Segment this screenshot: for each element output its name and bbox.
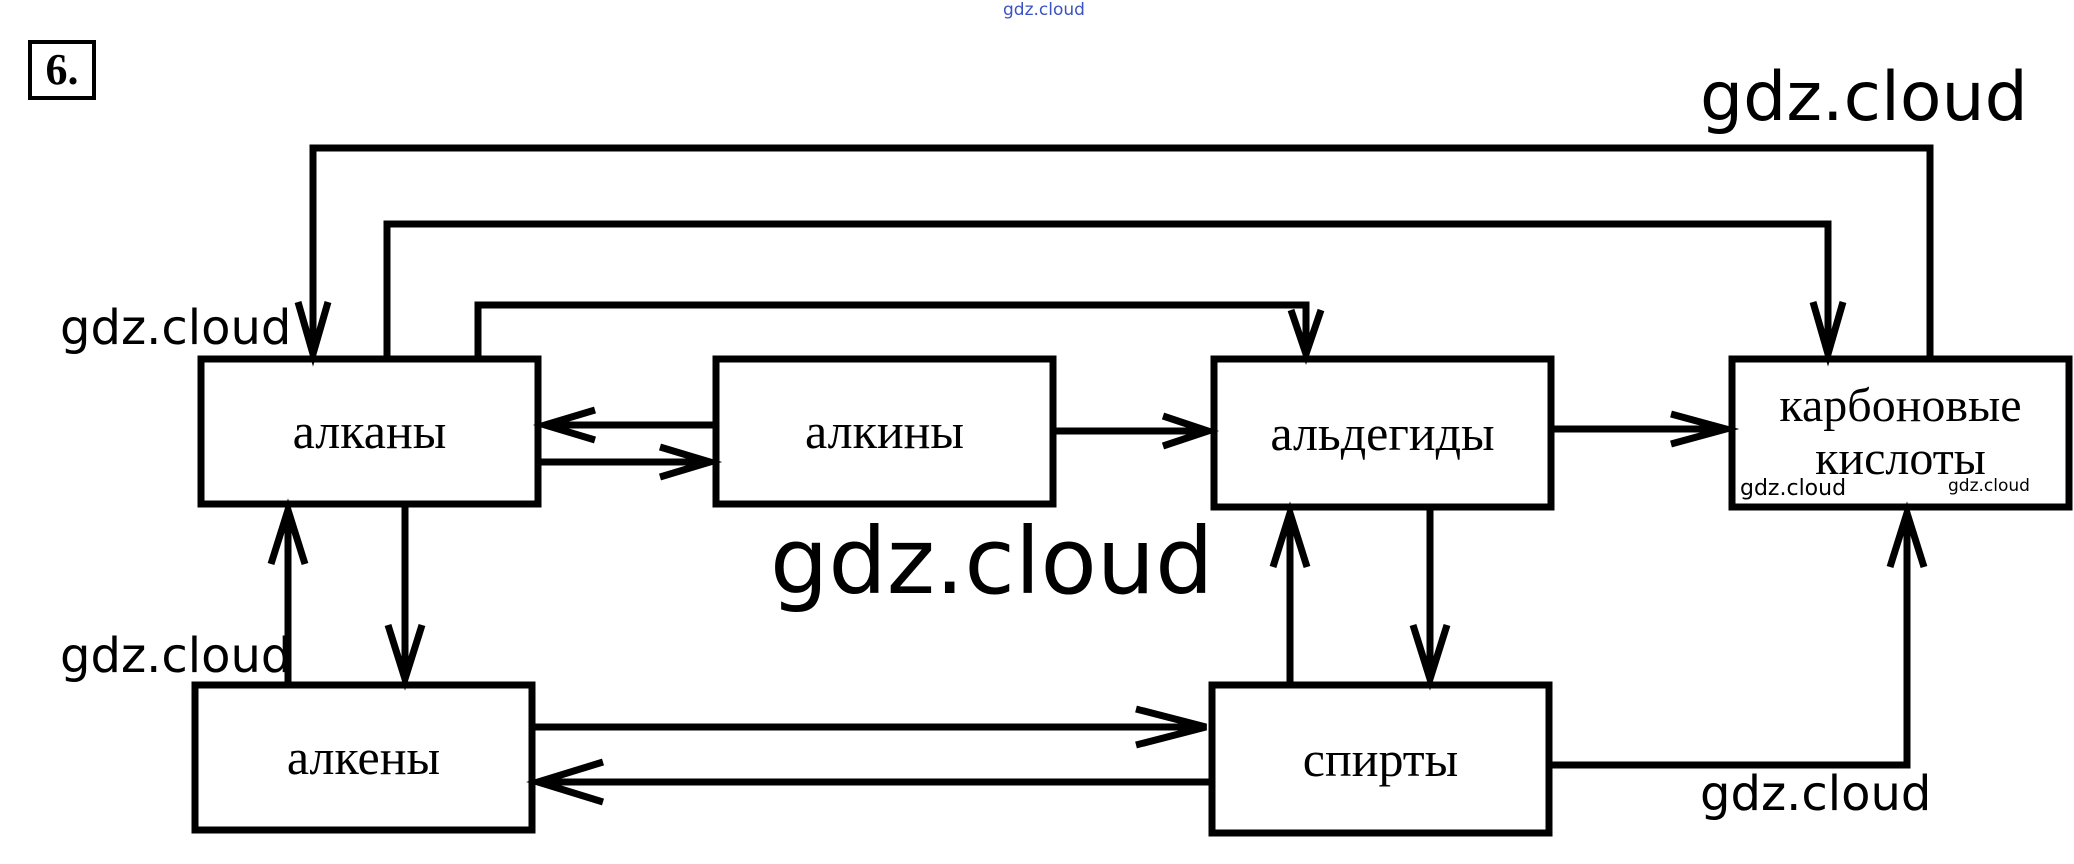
arrowhead-left-alkanes (532, 406, 597, 444)
watermark-top-right: gdz.cloud (1700, 58, 2028, 137)
arrowhead-up-acids (1886, 501, 1928, 569)
arrowhead-down-alkenes (384, 623, 426, 691)
arrow-acids-to-alkanes (309, 144, 1934, 359)
box-carboxylic-acids (1728, 355, 2073, 511)
arrowhead-left-alkenes (526, 758, 605, 806)
watermark-center-large: gdz.cloud (770, 508, 1214, 615)
watermark-bottom-right: gdz.cloud (1700, 766, 1932, 822)
arrow-alcohols-to-acids (1549, 513, 1911, 769)
arrowhead-down-alcohols (1409, 623, 1451, 691)
watermark-acids-right: gdz.cloud (1948, 476, 2030, 496)
arrowhead-right-alkynes (658, 443, 723, 481)
arrowhead-up-aldehydes (1269, 501, 1311, 569)
arrowhead-right-aldehydes (1161, 412, 1220, 450)
node-acids-line1: карбоновые (1779, 379, 2022, 433)
node-carboxylic-acids: карбоновые кислоты (1736, 363, 2065, 503)
node-alcohols: спирты (1302, 730, 1459, 787)
node-alkynes: алкины (805, 403, 964, 459)
arrow-alkanes-to-aldehydes (474, 301, 1310, 359)
arrowhead-down-acids-loop (1809, 301, 1847, 367)
watermark-acids-left: gdz.cloud (1740, 476, 1847, 501)
watermark-top-small: gdz.cloud (1003, 0, 1085, 20)
watermark-left-upper: gdz.cloud (60, 300, 292, 356)
arrowhead-up-alkanes (267, 498, 309, 566)
arrowhead-right-acids (1670, 410, 1740, 448)
task-number: 6. (28, 40, 96, 100)
arrowhead-down-alkanes-outer (294, 301, 332, 367)
box-alcohols (1208, 681, 1553, 837)
box-alkanes (197, 355, 542, 508)
box-alkenes (191, 681, 536, 834)
node-alkanes: алканы (292, 403, 447, 459)
arrow-alkanes-to-acids (383, 220, 1832, 359)
node-aldehydes: альдегиды (1270, 404, 1495, 461)
box-aldehydes (1210, 355, 1555, 511)
node-acids-line2: кислоты (1815, 432, 1986, 485)
node-alkenes: алкены (286, 729, 441, 785)
watermark-left-lower: gdz.cloud (60, 628, 292, 684)
arrowhead-down-aldehydes-loop (1287, 308, 1325, 365)
arrowhead-right-alcohols (1135, 705, 1207, 749)
